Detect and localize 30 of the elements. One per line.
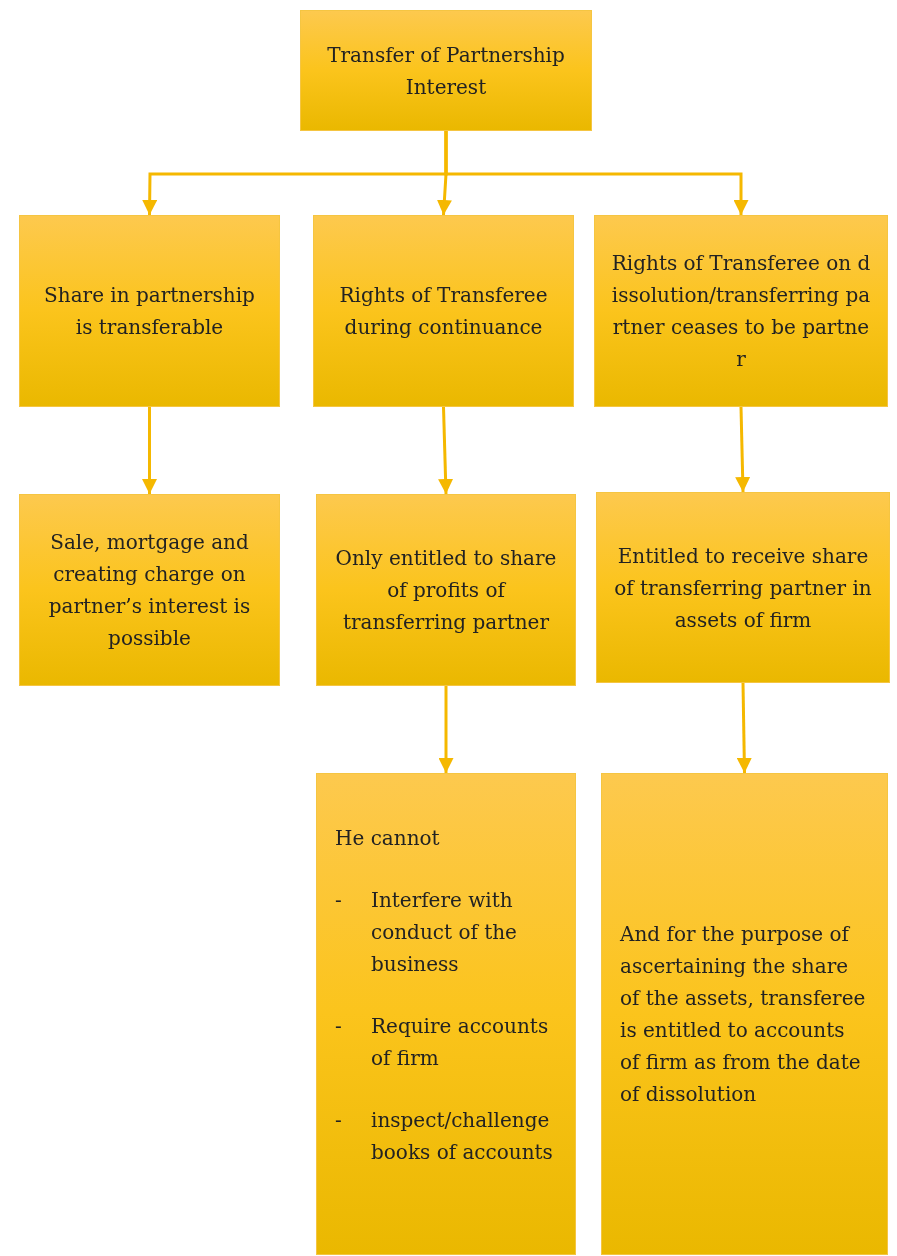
process-box bbox=[19, 215, 280, 407]
box-text: Transfer of Partnership Interest bbox=[326, 41, 566, 101]
box-text: Rights of Transferee on dissolution/transferring partner ceases to be partner bbox=[610, 250, 872, 373]
arrow bbox=[438, 686, 454, 773]
process-box bbox=[300, 10, 592, 131]
arrow bbox=[444, 131, 749, 215]
process-box bbox=[316, 494, 576, 686]
process-box bbox=[313, 215, 574, 407]
process-box bbox=[601, 773, 888, 1255]
arrow bbox=[142, 407, 157, 494]
arrow bbox=[736, 682, 752, 774]
box-text: And for the purpose of ascertaining the share of the assets, transferee is entitled to accounts of firm as from the date of dissolution bbox=[620, 921, 867, 1108]
process-box bbox=[316, 773, 576, 1255]
list-item: Interfere with conduct of the business bbox=[371, 887, 518, 978]
arrow bbox=[735, 406, 751, 493]
box-text: Sale, mortgage and creating charge on partner’s interest is possible bbox=[47, 529, 252, 652]
arrow bbox=[438, 406, 454, 495]
box-text: Entitled to receive share of transferring partner in assets of firm bbox=[613, 542, 873, 634]
list-item: inspect/challenge books of accounts bbox=[371, 1107, 554, 1166]
bullet-dash: - bbox=[335, 1013, 343, 1040]
box-heading: He cannot bbox=[335, 825, 440, 852]
box-text: Share in partnership is transferable bbox=[43, 282, 256, 341]
process-box bbox=[596, 492, 890, 683]
box-text: Only entitled to share of profits of transferring partner bbox=[334, 545, 558, 636]
process-box bbox=[594, 215, 888, 407]
bullet-dash: - bbox=[335, 1107, 343, 1134]
box-text: Rights of Transferee during continuance bbox=[338, 282, 549, 341]
list-item: Require accounts of firm bbox=[371, 1013, 550, 1072]
process-box bbox=[19, 494, 280, 686]
bullet-dash: - bbox=[335, 887, 343, 914]
